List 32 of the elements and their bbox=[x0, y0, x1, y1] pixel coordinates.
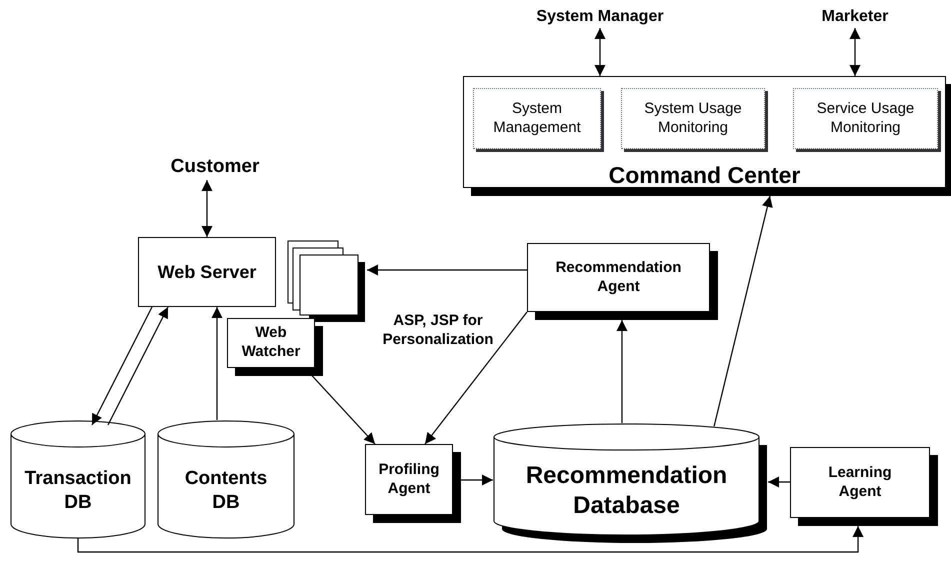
module-box bbox=[793, 88, 938, 149]
node-label: Contents DB bbox=[184, 467, 268, 515]
node-label: Transaction DB bbox=[24, 467, 132, 515]
node-label: Web Server bbox=[158, 260, 256, 284]
node-caption: ASP, JSP for Personalization bbox=[382, 312, 494, 350]
arrow bbox=[594, 28, 606, 76]
process-box bbox=[138, 237, 276, 307]
node-label: Command Center bbox=[608, 164, 800, 187]
node-label: Recommendation Agent bbox=[554, 258, 682, 296]
page-stack bbox=[287, 240, 367, 324]
node-label: Recommendation Database bbox=[524, 461, 728, 521]
node-label: System Management bbox=[492, 100, 582, 138]
arrow bbox=[91, 306, 153, 426]
node-label: Web Watcher bbox=[240, 324, 302, 362]
arrow bbox=[107, 306, 169, 426]
node-label: Learning Agent bbox=[827, 464, 893, 502]
arrow bbox=[201, 180, 212, 237]
node-label: System Manager bbox=[536, 6, 664, 26]
arrow bbox=[714, 196, 773, 426]
arrow bbox=[850, 28, 860, 76]
module-box bbox=[473, 88, 601, 149]
node-label: System Usage Monitoring bbox=[643, 100, 743, 138]
node-label: Profiling Agent bbox=[378, 460, 440, 498]
node-label: Service Usage Monitoring bbox=[816, 100, 916, 138]
module-box bbox=[621, 88, 765, 149]
arrow bbox=[768, 476, 790, 488]
arrow bbox=[77, 526, 864, 553]
node-label: Marketer bbox=[822, 6, 888, 26]
arrow bbox=[212, 307, 222, 420]
node-label: Customer bbox=[170, 155, 260, 180]
arrow bbox=[367, 264, 527, 276]
arrow bbox=[424, 312, 528, 444]
